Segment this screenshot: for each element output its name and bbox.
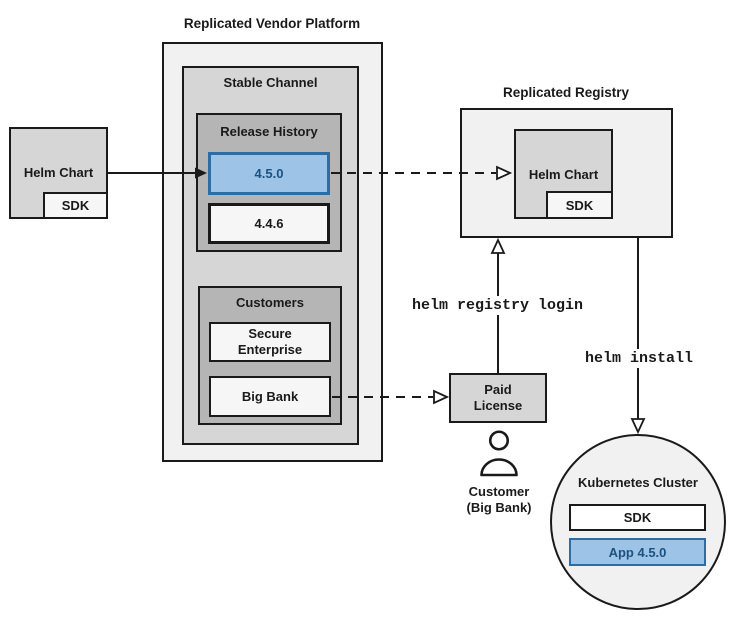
customer-actor-label: Customer (Big Bank) <box>466 484 532 515</box>
source-sdk-box: SDK <box>43 192 108 219</box>
cluster-app-box: App 4.5.0 <box>569 538 706 566</box>
customer-big-bank: Big Bank <box>209 376 331 417</box>
arrowhead-license-to-registry <box>490 237 506 254</box>
release-4-5-0: 4.5.0 <box>208 152 330 195</box>
cluster-sdk-box: SDK <box>569 504 706 531</box>
customer-secure-enterprise: Secure Enterprise <box>209 322 331 362</box>
stable-channel-title: Stable Channel <box>223 75 318 90</box>
registry-title: Replicated Registry <box>502 85 630 100</box>
release-4-4-6: 4.4.6 <box>208 203 330 244</box>
helm-registry-login-command: helm registry login <box>400 296 595 315</box>
arrowhead-bigbank-to-license <box>433 389 450 405</box>
helm-install-command: helm install <box>578 349 700 368</box>
customers-title: Customers <box>236 295 304 310</box>
platform-title: Replicated Vendor Platform <box>183 16 361 31</box>
registry-helm-chart-label: Helm Chart <box>528 167 599 182</box>
paid-license-label: Paid License <box>473 382 523 413</box>
person-icon <box>480 430 518 477</box>
source-helm-chart-label: Helm Chart <box>23 165 94 180</box>
registry-sdk-box: SDK <box>546 191 613 219</box>
arrowhead-registry-to-cluster <box>630 418 646 435</box>
customer-secure-enterprise-label: Secure Enterprise <box>237 326 303 357</box>
release-history-title: Release History <box>220 124 318 139</box>
kubernetes-cluster-title: Kubernetes Cluster <box>578 475 698 490</box>
paid-license-box: Paid License <box>449 373 547 423</box>
